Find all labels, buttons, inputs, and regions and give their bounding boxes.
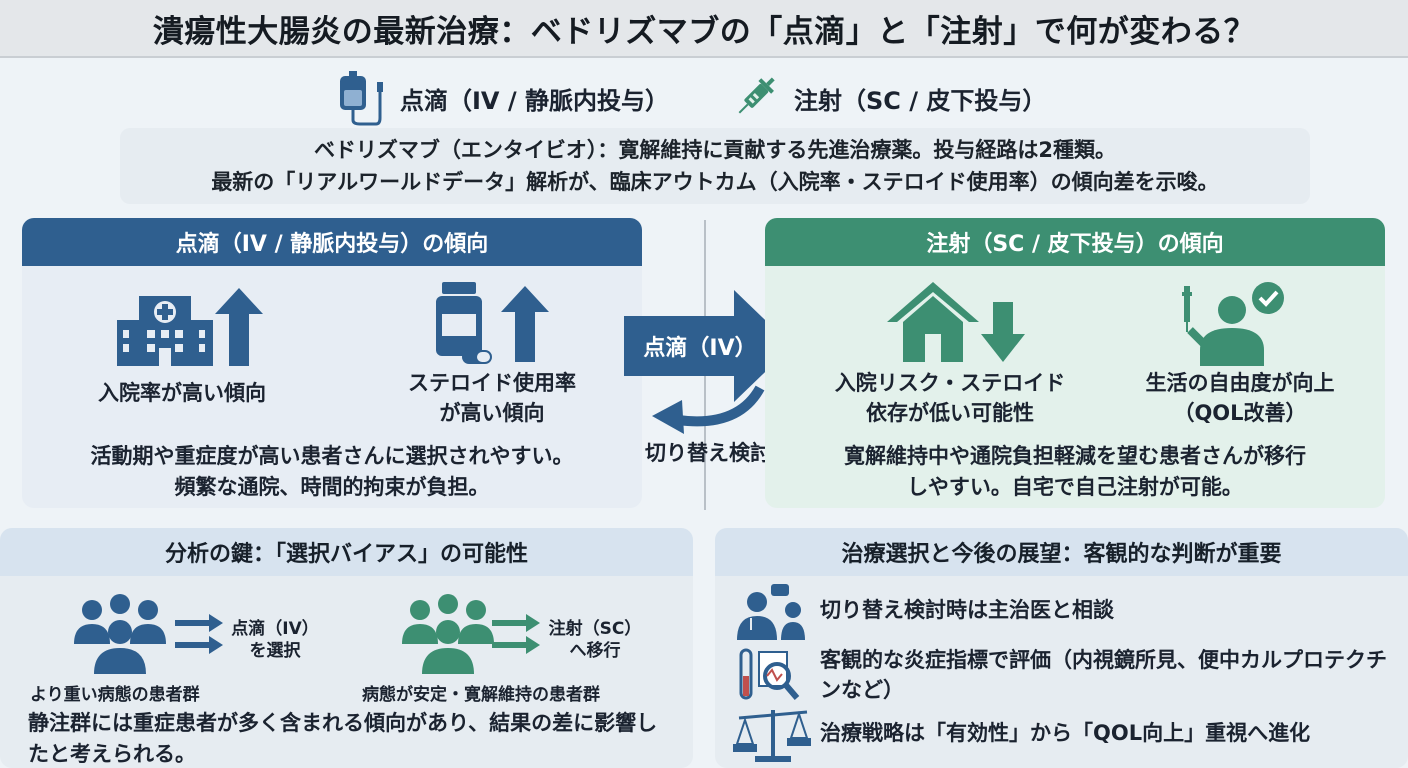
page-title: 潰瘍性大腸炎の最新治療：ベドリズマブの「点滴」と「注射」で何が変わる？ xyxy=(0,0,1408,58)
iv-trend-panel: 点滴（IV / 静脈内投与）の傾向 入院率が高い傾向 ステロイド使用率 が高い傾… xyxy=(22,218,642,508)
iv-choice-line2: を選択 xyxy=(249,641,301,661)
sc-item-risk: 入院リスク・ステロイド 依存が低い可能性 xyxy=(805,368,1095,428)
route-iv-legend: 点滴（IV / 静脈内投与） xyxy=(336,70,669,126)
small-arrows-icon xyxy=(175,614,223,654)
center-arrow-label: 点滴（IV） xyxy=(643,336,757,361)
iv-panel-header: 点滴（IV / 静脈内投与）の傾向 xyxy=(22,218,642,266)
sc-note-line2: しやすい。自宅で自己注射が可能。 xyxy=(907,475,1243,499)
outlook-item-consult: 切り替え検討時は主治医と相談 xyxy=(820,598,1114,622)
bias-panel-header: 分析の鍵：「選択バイアス」の可能性 xyxy=(0,528,693,576)
iv-choice-label: 点滴（IV） を選択 xyxy=(225,618,325,662)
stable-group-label: 病態が安定・寛解維持の患者群 xyxy=(362,685,600,705)
big-arrow-right-icon xyxy=(624,290,792,402)
outlook-item-strategy: 治療戦略は「有効性」から「QOL向上」重視へ進化 xyxy=(820,721,1311,745)
sc-choice-label: 注射（SC） へ移行 xyxy=(540,618,650,662)
doctor-chat-icon xyxy=(737,584,805,640)
iv-choice-line1: 点滴（IV） xyxy=(231,619,319,639)
iv-note: 活動期や重症度が高い患者さんに選択されやすい。 頻繁な通院、時間的拘束が負担。 xyxy=(22,441,642,503)
arrow-up-icon xyxy=(215,288,263,366)
people-group-icon xyxy=(74,594,166,674)
selection-bias-panel: 分析の鍵：「選択バイアス」の可能性 点滴（IV） を選択 注射（SC） へ移行 … xyxy=(0,528,693,768)
switch-consider-label: 切り替え検討 xyxy=(645,441,771,465)
sc-item-qol-line2: （QOL改善） xyxy=(1173,401,1307,425)
house-icon xyxy=(887,282,1025,362)
sc-item-qol: 生活の自由度が向上 （QOL改善） xyxy=(1115,368,1365,428)
outlook-item-objective: 客観的な炎症指標で評価（内視鏡所見、便中カルプロテクチンなど） xyxy=(820,648,1387,702)
sc-trend-panel: 注射（SC / 皮下投与）の傾向 入院リスク・ステロイド 依存が低い可能性 生活… xyxy=(765,218,1385,508)
curved-arrow-back-icon xyxy=(652,385,765,434)
sc-note: 寛解維持中や通院負担軽減を望む患者さんが移行 しやすい。自宅で自己注射が可能。 xyxy=(765,441,1385,503)
people-group-icon xyxy=(402,594,494,674)
route-iv-label: 点滴（IV / 静脈内投与） xyxy=(400,86,669,115)
iv-item-steroid-line2: が高い傾向 xyxy=(439,401,545,425)
bias-note: 静注群には重症患者が多く含まれる傾向があり、結果の差に影響したと考えられる。 xyxy=(28,711,658,766)
sc-item-qol-line1: 生活の自由度が向上 xyxy=(1145,371,1335,395)
sc-choice-line2: へ移行 xyxy=(569,641,621,661)
outlook-panel: 治療選択と今後の展望：客観的な判断が重要 切り替え検討時は主治医と相談 客観的な… xyxy=(715,528,1408,768)
small-arrows-icon xyxy=(492,614,540,654)
iv-note-line2: 頻繁な通院、時間的拘束が負担。 xyxy=(174,475,490,499)
scale-icon xyxy=(733,710,811,762)
hospital-icon xyxy=(117,288,263,366)
route-sc-label: 注射（SC / 皮下投与） xyxy=(794,86,1047,115)
intro-line-1: ベドリズマブ（エンタイビオ）：寛解維持に貢献する先進治療薬。投与経路は2種類。 xyxy=(313,138,1117,162)
sc-choice-line1: 注射（SC） xyxy=(548,619,642,639)
severe-group-label: より重い病態の患者群 xyxy=(30,685,200,705)
iv-note-line1: 活動期や重症度が高い患者さんに選択されやすい。 xyxy=(90,444,574,468)
iv-item-steroid-line1: ステロイド使用率 xyxy=(408,371,576,395)
route-sc-legend: 注射（SC / 皮下投与） xyxy=(730,70,1046,126)
patient-syringe-check-icon xyxy=(1182,282,1284,366)
sc-note-line1: 寛解維持中や通院負担軽減を望む患者さんが移行 xyxy=(844,444,1306,468)
iv-item-steroid: ステロイド使用率 が高い傾向 xyxy=(362,368,622,428)
test-tube-magnifier-icon xyxy=(739,648,800,700)
medicine-bottle-icon xyxy=(436,282,549,364)
sc-panel-header: 注射（SC / 皮下投与）の傾向 xyxy=(765,218,1385,266)
iv-item-admission: 入院率が高い傾向 xyxy=(98,381,266,405)
sc-item-risk-line1: 入院リスク・ステロイド xyxy=(834,371,1066,395)
outlook-panel-header: 治療選択と今後の展望：客観的な判断が重要 xyxy=(715,528,1408,576)
iv-bag-icon xyxy=(340,71,383,126)
arrow-down-icon xyxy=(981,302,1025,362)
intro-box: ベドリズマブ（エンタイビオ）：寛解維持に貢献する先進治療薬。投与経路は2種類。 … xyxy=(120,128,1310,204)
syringe-icon xyxy=(738,77,775,114)
sc-item-risk-line2: 依存が低い可能性 xyxy=(866,401,1034,425)
intro-line-2: 最新の「リアルワールドデータ」解析が、臨床アウトカム（入院率・ステロイド使用率）… xyxy=(211,170,1219,194)
